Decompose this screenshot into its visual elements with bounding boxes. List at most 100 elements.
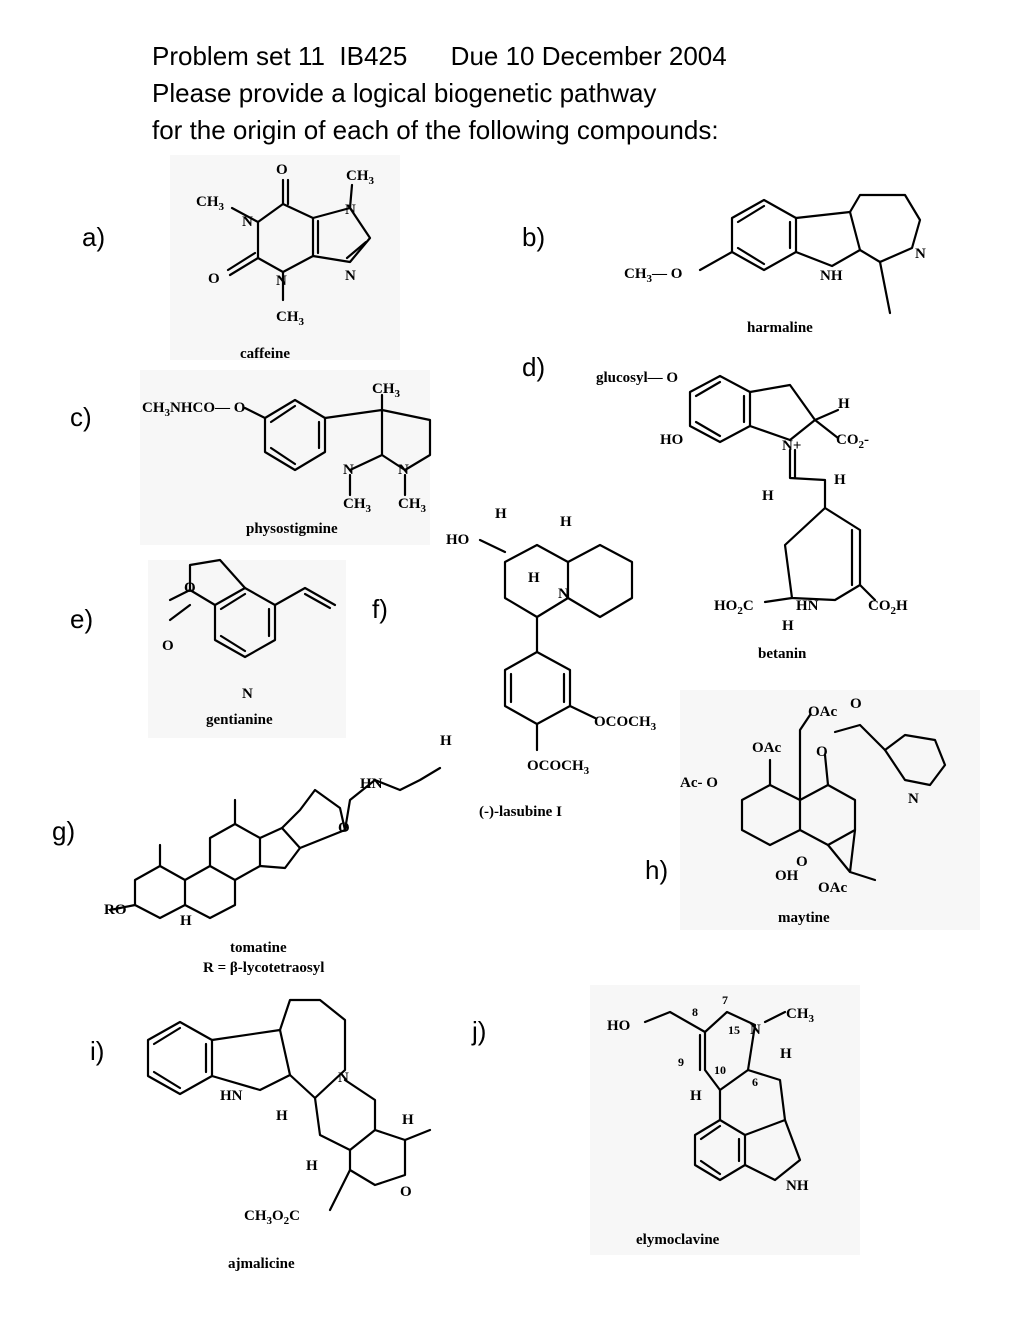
svg-text:H: H xyxy=(528,570,540,586)
physostigmine-name: physostigmine xyxy=(246,521,338,537)
header-line-3: for the origin of each of the following … xyxy=(152,115,719,145)
label-d: d) xyxy=(522,352,546,382)
svg-text:NH: NH xyxy=(786,1178,809,1194)
svg-text:CH3O2C: CH3O2C xyxy=(244,1208,300,1227)
svg-text:CH3: CH3 xyxy=(346,168,375,187)
svg-text:NH: NH xyxy=(820,268,843,284)
svg-text:N: N xyxy=(915,246,926,262)
svg-text:CH3: CH3 xyxy=(398,496,427,515)
tomatine-structure: RO H H HN O tomatine R = β-lycotetraosyl xyxy=(104,733,452,976)
tomatine-r-group: R = β-lycotetraosyl xyxy=(203,960,324,976)
svg-text:N: N xyxy=(276,273,287,289)
svg-text:HN: HN xyxy=(360,776,383,792)
svg-text:10: 10 xyxy=(714,1063,726,1077)
svg-text:N: N xyxy=(242,686,253,702)
svg-text:OAc: OAc xyxy=(752,740,782,756)
svg-text:glucosyl— O: glucosyl— O xyxy=(596,370,678,386)
svg-text:H: H xyxy=(495,506,507,522)
svg-text:N: N xyxy=(242,214,253,230)
svg-text:H: H xyxy=(180,913,192,929)
svg-text:HO: HO xyxy=(660,432,683,448)
label-f: f) xyxy=(372,594,388,624)
svg-text:H: H xyxy=(834,472,846,488)
svg-text:O: O xyxy=(400,1184,412,1200)
svg-text:CO2-: CO2- xyxy=(836,432,869,451)
physostigmine-structure: CH3NHCO— O CH3 N N CH3 CH3 physostigmine xyxy=(142,381,432,537)
svg-text:N: N xyxy=(398,462,409,478)
svg-text:OCOCH3: OCOCH3 xyxy=(594,714,657,733)
svg-text:HN: HN xyxy=(220,1088,243,1104)
svg-text:H: H xyxy=(780,1046,792,1062)
svg-text:CH3: CH3 xyxy=(343,496,372,515)
maytine-structure: OAc O OAc O Ac- O N O OH OAc maytine xyxy=(680,696,947,926)
svg-text:N: N xyxy=(345,202,356,218)
svg-text:H: H xyxy=(690,1088,702,1104)
svg-text:O: O xyxy=(162,638,174,654)
caffeine-name: caffeine xyxy=(240,346,290,362)
svg-text:O: O xyxy=(184,580,196,596)
svg-text:HO: HO xyxy=(446,532,469,548)
gentianine-name: gentianine xyxy=(206,712,273,728)
svg-text:OCOCH3: OCOCH3 xyxy=(527,758,590,777)
header-line-2: Please provide a logical biogenetic path… xyxy=(152,78,657,108)
svg-text:CH3: CH3 xyxy=(276,309,305,328)
label-g: g) xyxy=(52,816,76,846)
svg-text:H: H xyxy=(402,1112,414,1128)
label-j: j) xyxy=(472,1016,487,1046)
label-c: c) xyxy=(70,402,92,432)
svg-text:15: 15 xyxy=(728,1023,740,1037)
svg-text:N: N xyxy=(908,791,919,807)
svg-text:H: H xyxy=(306,1158,318,1174)
svg-text:CH3: CH3 xyxy=(786,1006,815,1025)
svg-text:H: H xyxy=(782,618,794,634)
svg-text:H: H xyxy=(560,514,572,530)
lasubine-structure: H H HO H N OCOCH3 OCOCH3 (-)-lasubine I xyxy=(446,506,657,820)
svg-text:O: O xyxy=(816,744,828,760)
svg-text:OH: OH xyxy=(775,868,799,884)
label-i: i) xyxy=(90,1036,105,1066)
svg-text:OAc: OAc xyxy=(818,880,848,896)
svg-text:N: N xyxy=(343,462,354,478)
harmaline-name: harmaline xyxy=(747,320,813,336)
svg-text:HO: HO xyxy=(607,1018,630,1034)
svg-text:CH3: CH3 xyxy=(196,194,225,213)
svg-text:N: N xyxy=(558,586,569,602)
svg-text:HN: HN xyxy=(796,598,819,614)
lasubine-name: (-)-lasubine I xyxy=(479,804,562,820)
svg-text:N: N xyxy=(345,268,356,284)
svg-text:6: 6 xyxy=(752,1075,758,1089)
svg-text:H: H xyxy=(762,488,774,504)
problem-set-header: Problem set 11 IB425 Due 10 December 200… xyxy=(152,38,727,149)
ajmalicine-structure: HN N H H H O CH3O2C ajmalicine xyxy=(146,998,432,1272)
svg-text:7: 7 xyxy=(722,993,728,1007)
caffeine-structure: O CH3 N CH3 N O N N CH3 caffeine xyxy=(196,162,375,362)
label-h: h) xyxy=(645,855,669,885)
svg-text:H: H xyxy=(838,396,850,412)
svg-text:8: 8 xyxy=(692,1005,698,1019)
header-line-1: Problem set 11 IB425 Due 10 December 200… xyxy=(152,41,727,71)
svg-text:RO: RO xyxy=(104,902,127,918)
svg-text:Ac- O: Ac- O xyxy=(680,775,718,791)
svg-text:N+: N+ xyxy=(782,438,801,454)
betanin-structure: glucosyl— O HO N+ H CO2- H H HO2C HN CO2… xyxy=(596,370,908,662)
label-b: b) xyxy=(522,222,546,252)
svg-text:O: O xyxy=(276,162,288,178)
elymoclavine-structure: HO 8 7 15 N CH3 9 10 H 6 H NH elymoclavi… xyxy=(607,993,815,1248)
svg-text:HO2C: HO2C xyxy=(714,598,754,617)
svg-text:H: H xyxy=(276,1108,288,1124)
tomatine-name: tomatine xyxy=(230,940,287,956)
label-a: a) xyxy=(82,222,106,252)
svg-text:CO2H: CO2H xyxy=(868,598,908,617)
harmaline-structure: CH3— O NH N harmaline xyxy=(624,193,926,336)
svg-text:CH3— O: CH3— O xyxy=(624,266,682,285)
elymoclavine-name: elymoclavine xyxy=(636,1232,720,1248)
svg-text:CH3: CH3 xyxy=(372,381,401,400)
svg-text:N: N xyxy=(338,1070,349,1086)
maytine-name: maytine xyxy=(778,910,830,926)
svg-text:9: 9 xyxy=(678,1055,684,1069)
svg-text:O: O xyxy=(796,854,808,870)
gentianine-structure: O O N gentianine xyxy=(162,558,337,728)
svg-text:O: O xyxy=(338,820,350,836)
svg-text:H: H xyxy=(440,733,452,749)
